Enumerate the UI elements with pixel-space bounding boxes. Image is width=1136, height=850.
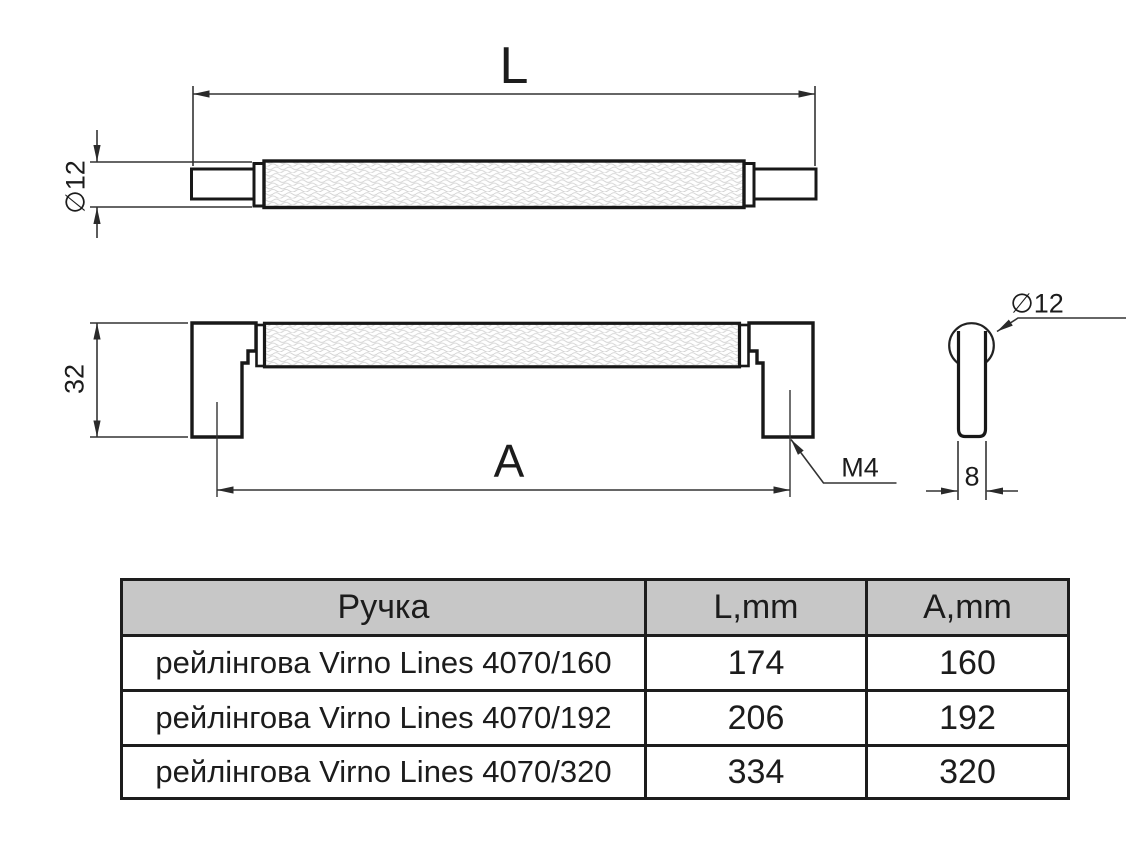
leader-thread-M4 — [790, 439, 897, 484]
spec-table-header-row: Ручка L,mm A,mm — [120, 578, 1070, 637]
length-value: 174 — [644, 634, 868, 692]
leader-diameter-side — [996, 317, 1126, 333]
stem-profile — [956, 331, 988, 439]
dim-label-diameter-top: ∅12 — [60, 160, 91, 214]
dimension-spacing-A — [216, 390, 791, 497]
col-header-spacing: A,mm — [865, 578, 1070, 637]
spacing-value: 160 — [865, 634, 1070, 692]
handle-name: рейлінгова Virno Lines 4070/160 — [120, 634, 647, 692]
left-foot — [190, 321, 258, 439]
dim-label-diameter-side: ∅12 — [1010, 288, 1064, 319]
handle-top-view — [190, 159, 818, 210]
dim-label-spacing-A: A — [493, 435, 525, 487]
spec-table: Ручка L,mm A,mm рейлінгова Virno Lines 4… — [120, 578, 1070, 800]
table-row: рейлінгова Virno Lines 4070/192 206 192 — [120, 689, 1070, 747]
dimension-height-32 — [90, 322, 188, 438]
dimension-length-L — [192, 86, 816, 166]
table-row: рейлінгова Virno Lines 4070/160 174 160 — [120, 634, 1070, 692]
length-value: 206 — [644, 689, 868, 747]
dimension-width-8 — [926, 441, 1018, 500]
dim-label-width-8: 8 — [964, 461, 980, 492]
knurled-bar-front-view — [262, 321, 742, 369]
dim-label-height-32: 32 — [59, 363, 90, 395]
dimension-diameter-top — [90, 130, 252, 238]
spacing-value: 192 — [865, 689, 1070, 747]
col-header-length: L,mm — [644, 578, 868, 637]
dim-label-length-L: L — [499, 37, 529, 95]
handle-name: рейлінгова Virno Lines 4070/320 — [120, 744, 647, 800]
dim-label-thread-M4: M4 — [841, 452, 879, 483]
right-foot — [747, 321, 815, 439]
table-row: рейлінгова Virno Lines 4070/320 334 320 — [120, 744, 1070, 800]
length-value: 334 — [644, 744, 868, 800]
handle-end-view — [948, 322, 995, 439]
spacing-value: 320 — [865, 744, 1070, 800]
handle-name: рейлінгова Virno Lines 4070/192 — [120, 689, 647, 747]
knurled-bar-top-view — [262, 159, 746, 210]
col-header-handle: Ручка — [120, 578, 647, 637]
handle-front-view — [190, 321, 815, 439]
